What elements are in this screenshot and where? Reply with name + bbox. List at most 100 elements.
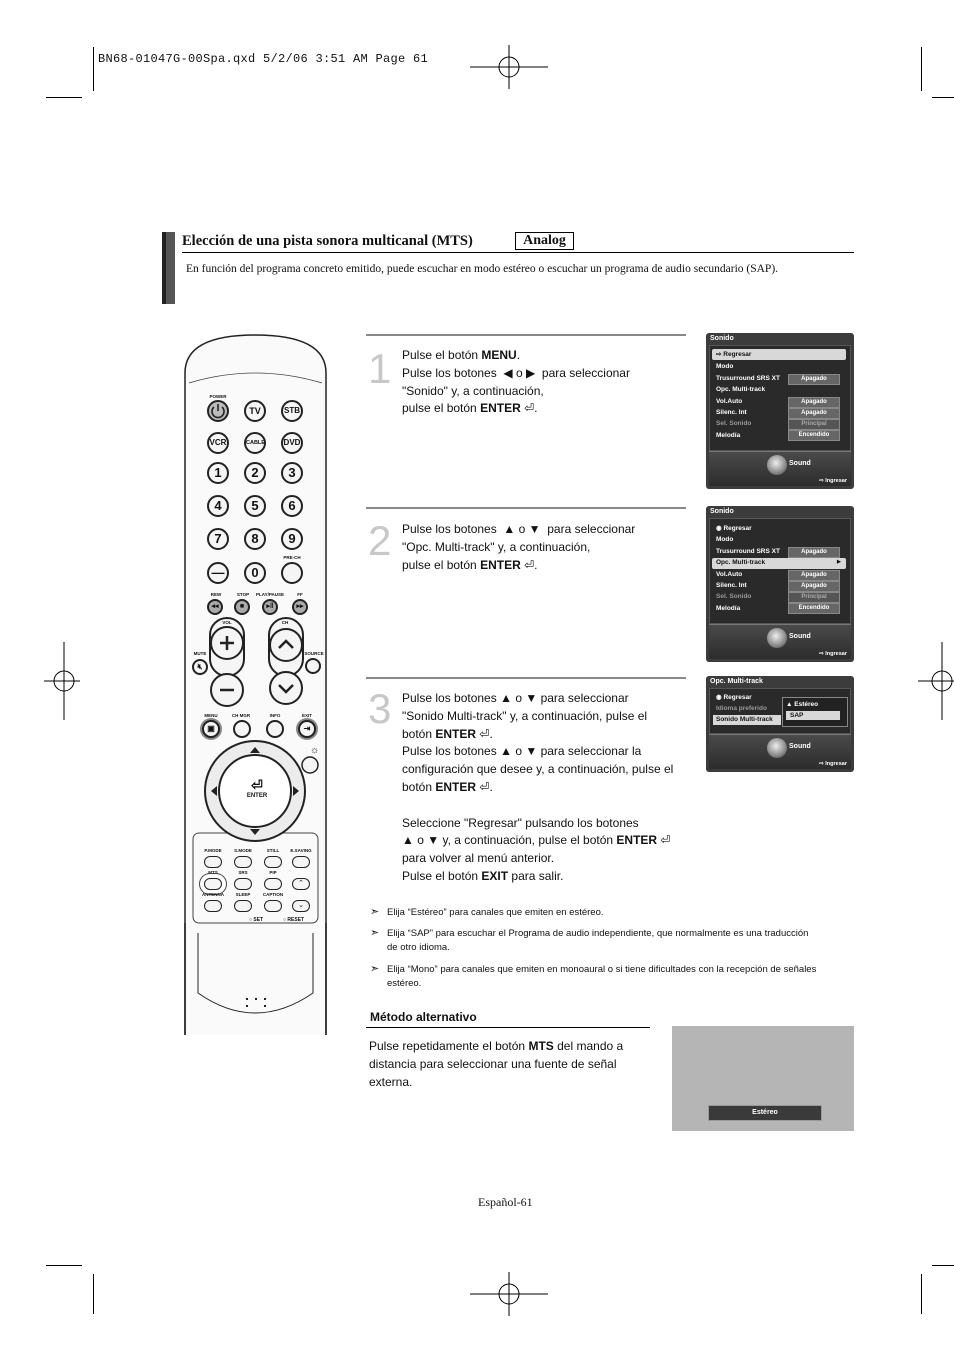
esaving-label: E.SAVING [290, 848, 312, 853]
rew-button[interactable]: ◂◂ [207, 599, 223, 615]
ff-button[interactable]: ▸▸ [292, 599, 308, 615]
digit-1-button[interactable]: 1 [207, 462, 229, 484]
alt-method-rule [366, 1027, 650, 1028]
vcr-button[interactable]: VCR [207, 432, 229, 454]
chmgr-label: CH MGR [231, 713, 251, 718]
menu-item-sonido-multitrack: Sonido Multi-track [716, 716, 773, 723]
registration-mark [918, 642, 954, 720]
pip-up-button[interactable]: ⌃ [292, 878, 310, 890]
down-arrow-icon: ▼ [427, 833, 440, 848]
menu-highlight [712, 349, 846, 360]
digit-2-button[interactable]: 2 [244, 462, 266, 484]
prech-button[interactable] [281, 562, 303, 584]
up-arrow-icon: ▲ [402, 833, 414, 848]
menu-highlight [713, 715, 781, 725]
section-title: Elección de una pista sonora multicanal … [182, 233, 473, 249]
screen-title: Opc. Multi-track [710, 678, 763, 685]
sleep-label: SLEEP [235, 892, 251, 897]
mts-button[interactable] [204, 878, 222, 890]
info-label: INFO [269, 713, 281, 718]
menu-item-modo: Modo [716, 536, 734, 543]
digit-4-button[interactable]: 4 [207, 495, 229, 517]
cable-button[interactable]: CABLE [244, 432, 266, 454]
info-button[interactable] [266, 720, 284, 738]
digit-6-button[interactable]: 6 [281, 495, 303, 517]
navigation-ring[interactable] [208, 750, 306, 846]
pmode-label: P.MODE [204, 848, 222, 853]
pmode-button[interactable] [204, 856, 222, 868]
step-1-number: 1 [368, 345, 392, 392]
step-1-rule [366, 334, 686, 336]
value-melodia: Encendido [788, 430, 840, 441]
down-arrow-icon: ▼ [525, 744, 538, 759]
exit-button[interactable]: ⇥ [298, 720, 316, 738]
stb-button[interactable]: STB [281, 400, 303, 422]
menu-item-trusurround: Trusurround SRS XT [716, 375, 780, 382]
caption-label: CAPTION [262, 892, 284, 897]
reset-button[interactable]: ○ RESET [283, 917, 305, 923]
vol-label: VOL [222, 620, 232, 625]
menu-item-volauto: Vol.Auto [716, 571, 743, 578]
mts-label: MTS [208, 870, 218, 875]
smode-button[interactable] [234, 856, 252, 868]
still-button[interactable] [264, 856, 282, 868]
tv-screen-multitrack: Opc. Multi-track ◉ Regresar Idioma prefe… [706, 676, 854, 772]
menu-button[interactable]: ▣ [202, 720, 220, 738]
tv-button[interactable]: TV [244, 400, 266, 422]
menu-item-regresar: ◉ Regresar [716, 694, 752, 701]
sound-label: Sound [789, 460, 811, 467]
menu-item-multitrack: Opc. Multi-track [716, 559, 766, 566]
value-trusurround: Apagado [788, 547, 840, 558]
antenna-button[interactable] [204, 900, 222, 912]
step-1-text: Pulse el botón MENU. Pulse los botones ◀… [402, 348, 630, 416]
crop-mark [46, 97, 82, 98]
stop-button[interactable]: ■ [234, 599, 250, 615]
caption-button[interactable] [264, 900, 282, 912]
enter-button[interactable]: ⏎ ENTER [238, 777, 276, 815]
digit-3-button[interactable]: 3 [281, 462, 303, 484]
right-arrow-icon: ▶ [526, 365, 536, 380]
pip-down-button[interactable]: ⌄ [292, 900, 310, 912]
value-melodia: Encendido [788, 603, 840, 614]
down-arrow-icon: ▼ [525, 691, 538, 705]
step-3-rule [366, 677, 686, 679]
crop-mark [932, 1265, 954, 1266]
dash-button[interactable]: — [207, 562, 229, 584]
note-arrow-icon: ➣ [370, 927, 380, 939]
source-label: SOURCE [304, 651, 324, 656]
up-arrow-icon: ▲ [500, 691, 512, 705]
sleep-button[interactable] [234, 900, 252, 912]
registration-mark [470, 45, 548, 89]
chmgr-button[interactable] [233, 720, 251, 738]
rew-label: REW [210, 592, 222, 597]
menu-item-selsonido: Sel. Sonido [716, 593, 752, 600]
digit-5-button[interactable]: 5 [244, 495, 266, 517]
pip-button[interactable] [264, 878, 282, 890]
digit-9-button[interactable]: 9 [281, 528, 303, 550]
menu-item-silenc: Silenc. Int [716, 582, 747, 589]
digit-7-button[interactable]: 7 [207, 528, 229, 550]
step-2-number: 2 [368, 517, 392, 564]
source-button[interactable] [305, 658, 321, 674]
enter-icon: ⏎ [524, 557, 535, 572]
menu-item-multitrack: Opc. Multi-track [716, 386, 766, 393]
menu-item-selsonido: Sel. Sonido [716, 420, 752, 427]
play-pause-button[interactable]: ▸‖ [262, 599, 278, 615]
srs-button[interactable] [234, 878, 252, 890]
menu-item-modo: Modo [716, 363, 734, 370]
step-3-text: Pulse los botones ▲ o ▼ para seleccionar… [402, 691, 674, 883]
set-button[interactable]: ○ SET [249, 917, 264, 923]
esaving-button[interactable] [292, 856, 310, 868]
mute-button[interactable]: 🔇︎ [192, 659, 208, 675]
chevron-right-icon: ▶ [837, 559, 841, 565]
file-header: BN68-01047G-00Spa.qxd 5/2/06 3:51 AM Pag… [98, 52, 429, 66]
sound-label: Sound [789, 633, 811, 640]
menu-item-trusurround: Trusurround SRS XT [716, 548, 780, 555]
alt-method-title: Método alternativo [370, 1010, 477, 1024]
digit-0-button[interactable]: 0 [244, 562, 266, 584]
digit-8-button[interactable]: 8 [244, 528, 266, 550]
alt-method-text: Pulse repetidamente el botón MTS del man… [369, 1039, 624, 1089]
crop-mark [932, 97, 954, 98]
dvd-button[interactable]: DVD [281, 432, 303, 454]
crop-mark [921, 47, 922, 91]
